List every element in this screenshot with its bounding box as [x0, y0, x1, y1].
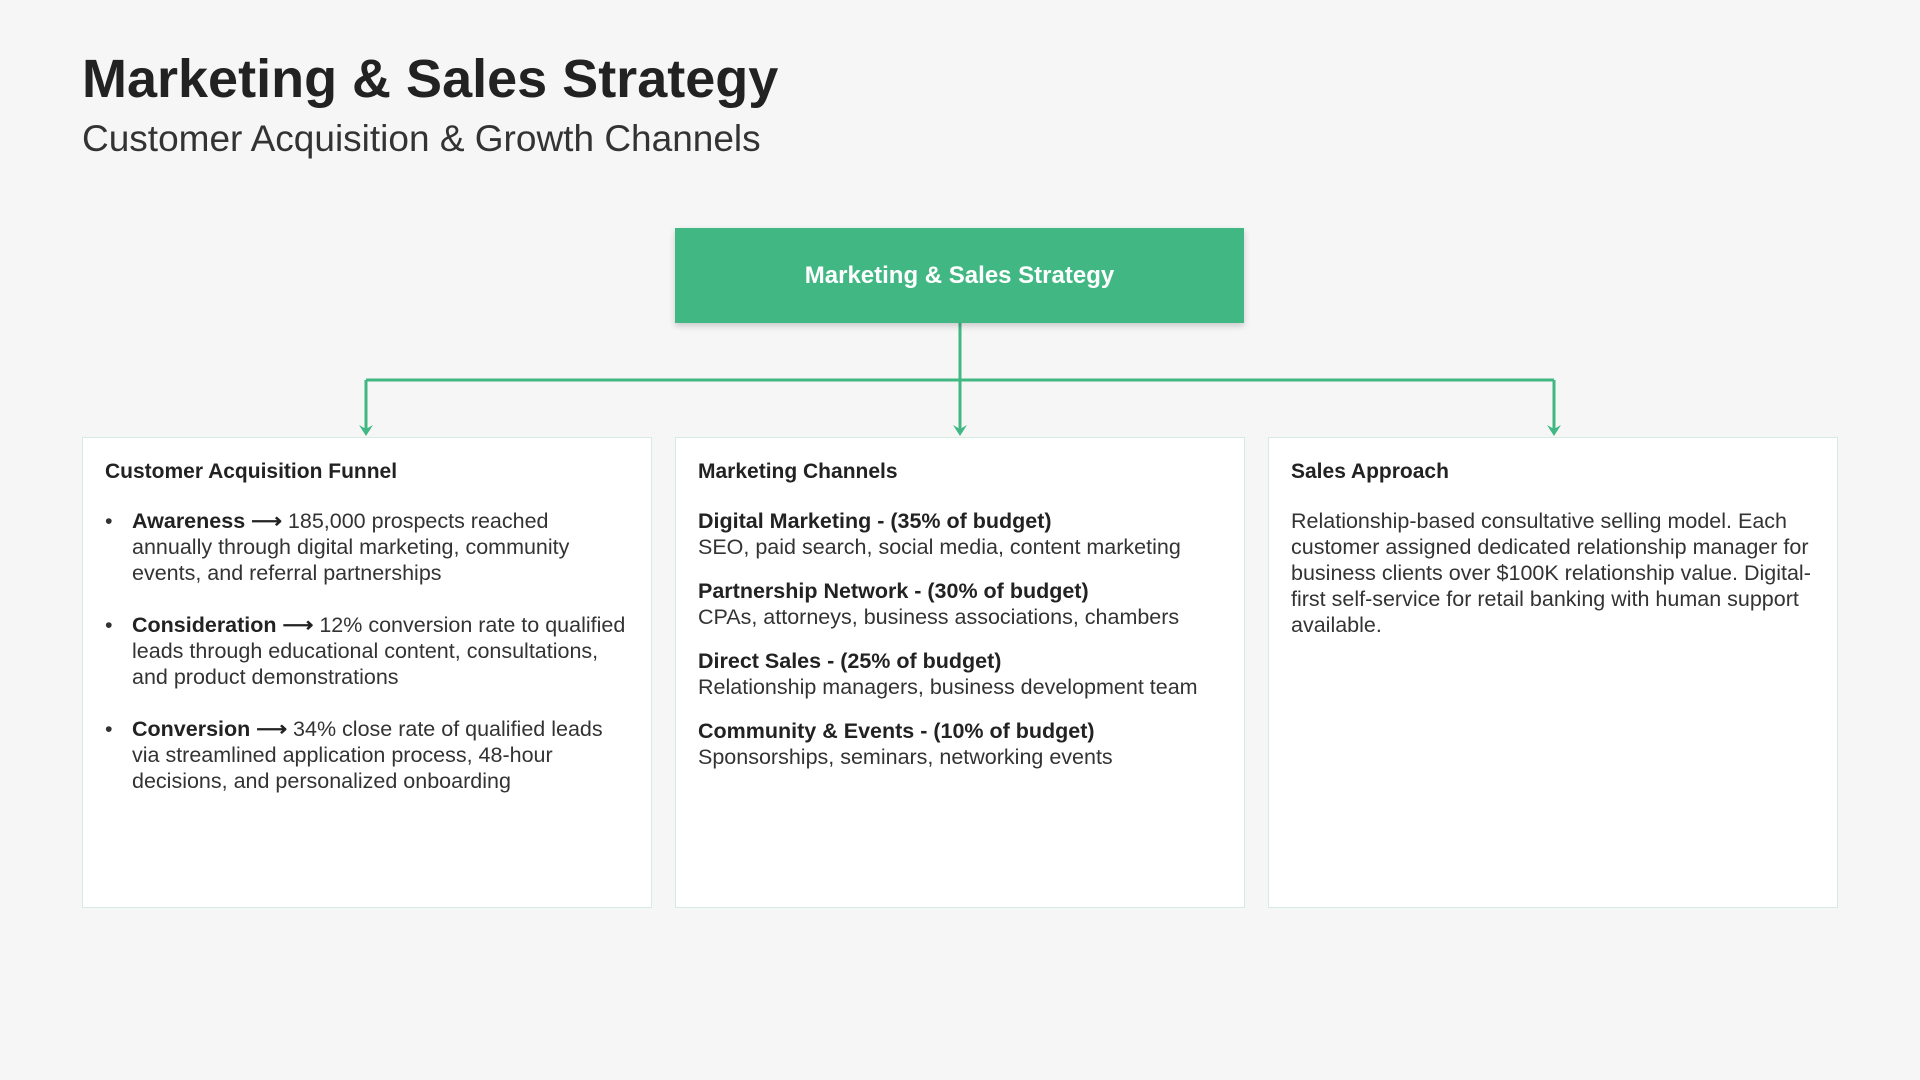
funnel-item: Consideration ⟶ 12% conversion rate to q…: [105, 612, 629, 690]
channel-item: Community & Events - (10% of budget)Spon…: [698, 719, 1113, 769]
funnel-item: Awareness ⟶ 185,000 prospects reached an…: [105, 508, 629, 586]
channel-item: Partnership Network - (30% of budget)CPA…: [698, 579, 1180, 629]
channel-item: Digital Marketing - (35% of budget)SEO, …: [698, 509, 1181, 559]
card-title: Customer Acquisition Funnel: [105, 460, 398, 483]
arrow-icon: [359, 425, 373, 436]
funnel-card: Customer Acquisition Funnel Awareness ⟶ …: [82, 437, 652, 908]
card-title: Marketing Channels: [698, 460, 898, 483]
page-title: Marketing & Sales Strategy: [82, 49, 779, 109]
page-subtitle: Customer Acquisition & Growth Channels: [82, 118, 761, 159]
funnel-item: Conversion ⟶ 34% close rate of qualified…: [105, 716, 629, 794]
channel-item: Direct Sales - (25% of budget)Relationsh…: [698, 649, 1198, 699]
arrow-icon: [1547, 425, 1561, 436]
card-title: Sales Approach: [1291, 460, 1449, 483]
sales-description: Relationship-based consultative selling …: [1291, 509, 1811, 637]
sales-card: Sales Approach Relationship-based consul…: [1268, 437, 1838, 908]
arrow-icon: [953, 425, 967, 436]
root-node: Marketing & Sales Strategy: [675, 228, 1244, 323]
channels-card: Marketing Channels Digital Marketing - (…: [675, 437, 1245, 908]
